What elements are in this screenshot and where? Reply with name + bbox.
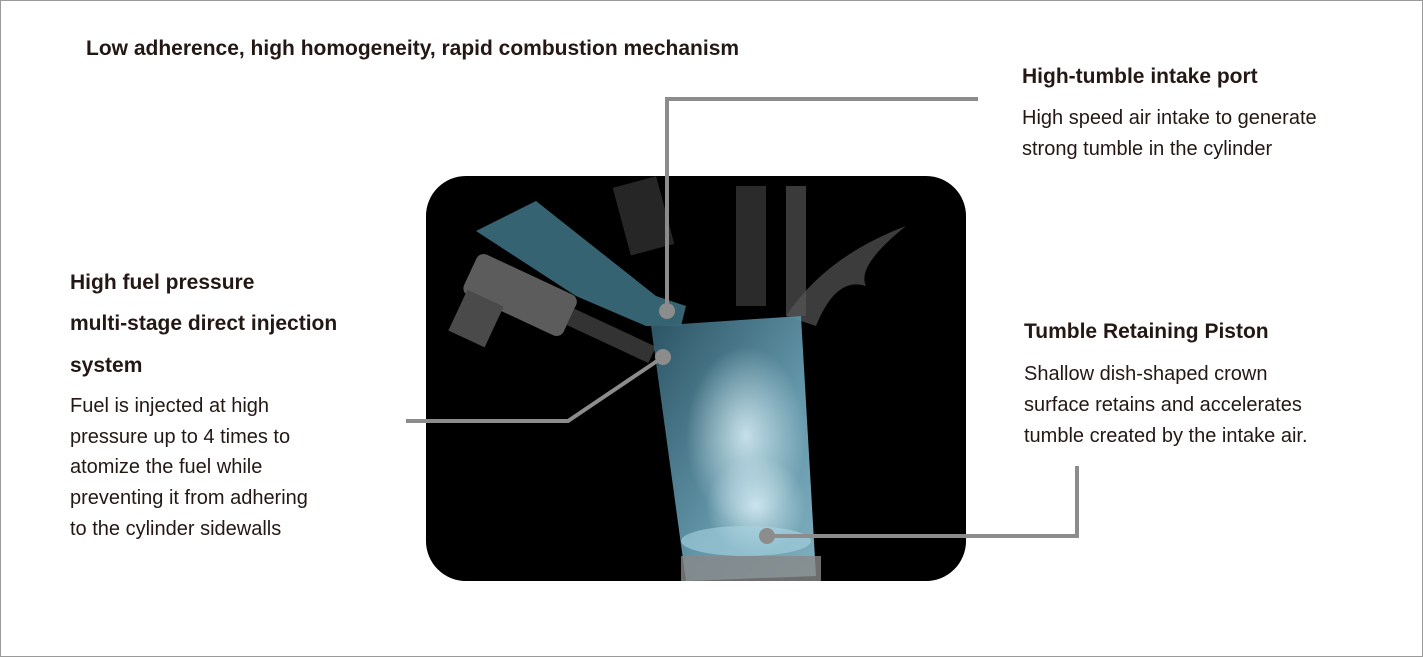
injector-icon — [448, 253, 656, 364]
cylinder-graphic — [448, 176, 906, 581]
piston-crown — [681, 526, 811, 556]
leader-line-injection — [406, 355, 665, 423]
marker-dot-piston — [759, 528, 775, 544]
callout-heading: multi-stage direct injection — [70, 312, 338, 335]
callout-body-line: preventing it from adhering — [70, 487, 308, 509]
marker-dot-intake — [659, 303, 675, 319]
marker-dot-injection — [655, 349, 671, 365]
callout-body-line: Shallow dish-shaped crown — [1024, 363, 1268, 385]
valve-stem-icon — [736, 186, 766, 306]
callout-body-line: High speed air intake to generate — [1022, 107, 1317, 129]
callout-body-line: surface retains and accelerates — [1024, 394, 1302, 416]
callout-heading: High fuel pressure — [70, 271, 255, 294]
callout-heading: High-tumble intake port — [1022, 65, 1258, 88]
callout-body-line: to the cylinder sidewalls — [70, 518, 282, 540]
callout-heading: Tumble Retaining Piston — [1024, 320, 1269, 343]
callout-heading: system — [70, 354, 143, 377]
diagram-title: Low adherence, high homogeneity, rapid c… — [86, 37, 740, 60]
callout-body-line: Fuel is injected at high — [70, 395, 270, 417]
callout-body-line: pressure up to 4 times to — [70, 426, 291, 448]
callout-body-line: tumble created by the intake air. — [1024, 425, 1308, 447]
intake-port-shape — [476, 201, 686, 326]
engine-cylinder-illustration — [426, 176, 966, 581]
leader-line-piston — [767, 466, 1079, 538]
piston-body — [681, 556, 821, 581]
leader-line-intake — [665, 97, 978, 311]
exhaust-port-shape — [786, 226, 906, 326]
callout-body-line: strong tumble in the cylinder — [1022, 138, 1273, 160]
callout-body-line: atomize the fuel while — [70, 456, 263, 478]
